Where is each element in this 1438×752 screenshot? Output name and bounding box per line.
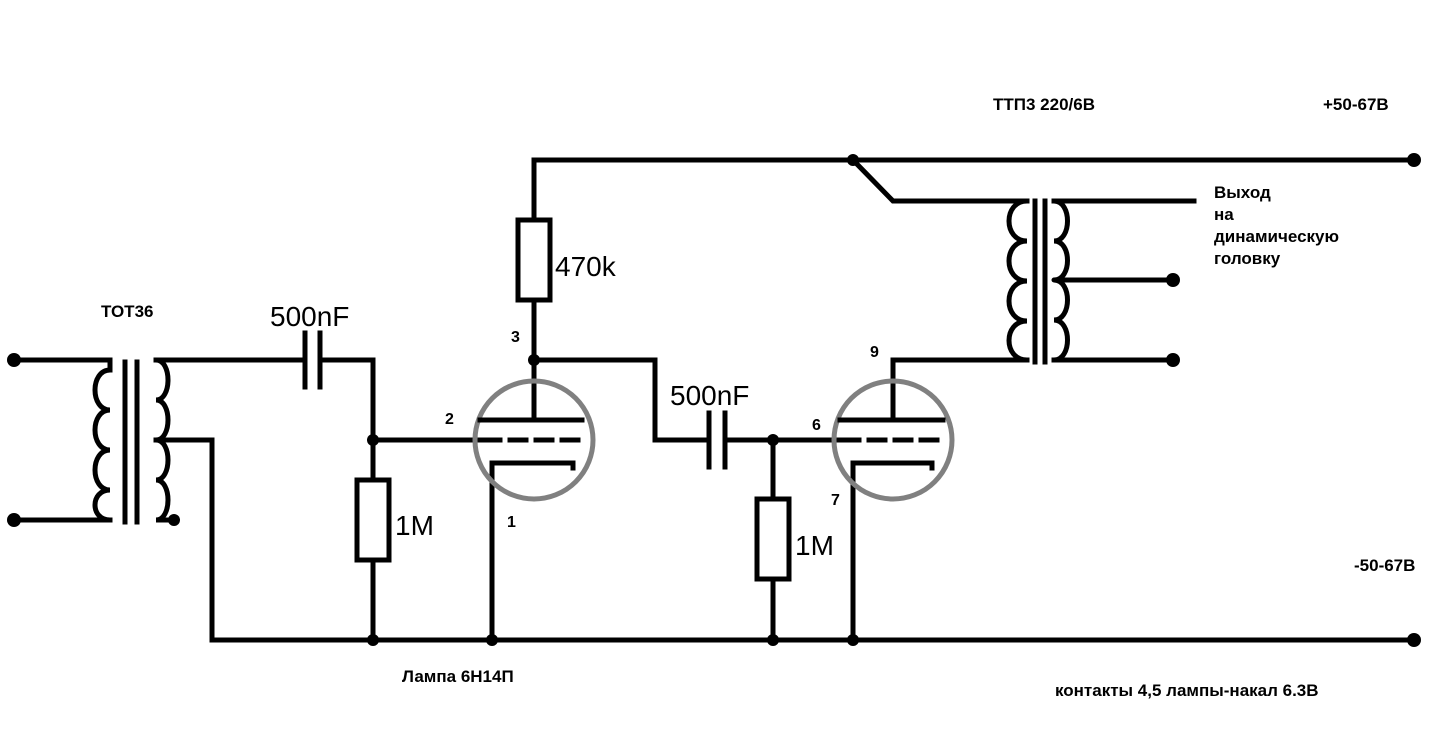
tube2-envelope [831, 378, 955, 502]
terminal-output-mid [1166, 273, 1180, 287]
tube1-envelope [472, 378, 596, 502]
heater-note-label: контакты 4,5 лампы-накал 6.3В [1055, 681, 1319, 700]
output-primary-coil [1006, 198, 1030, 363]
c2-value-label: 500nF [670, 380, 749, 411]
node-ground-3 [767, 634, 779, 646]
pin-2-label: 2 [445, 411, 454, 428]
r-grid2-value-label: 1M [795, 530, 834, 561]
capacitor-c1 [302, 330, 323, 390]
pin-7-label: 7 [831, 492, 840, 509]
resistor-grid1 [354, 477, 392, 563]
node-ground-4 [847, 634, 859, 646]
wires [11, 156, 1417, 643]
output-transformer-label: ТТП3 220/6В [993, 95, 1095, 114]
resistor-plate [515, 217, 553, 303]
input-primary-coil [92, 357, 113, 523]
output-label-line1: Выход [1214, 183, 1271, 202]
supply-negative-label: -50-67В [1354, 556, 1415, 575]
node-grid1 [367, 434, 379, 446]
supply-positive-label: +50-67В [1323, 95, 1389, 114]
output-secondary-coil [1051, 198, 1070, 363]
junction-nodes [7, 153, 1421, 647]
pin-6-label: 6 [812, 417, 821, 434]
pin-1-label: 1 [507, 514, 516, 531]
pin-3-label: 3 [511, 329, 520, 346]
node-bplus-split [847, 154, 859, 166]
r-grid1-value-label: 1M [395, 510, 434, 541]
tube-2 [831, 378, 955, 502]
terminal-bplus [1407, 153, 1421, 167]
wire-input-sec-to-ground [153, 437, 215, 643]
node-ground-2 [486, 634, 498, 646]
terminal-ground [1407, 633, 1421, 647]
input-secondary-coil [153, 357, 177, 523]
output-label-line2: на [1214, 205, 1234, 224]
node-ground-1 [367, 634, 379, 646]
terminal-input-top [7, 353, 21, 367]
terminal-input-bottom [7, 513, 21, 527]
tube-1 [472, 378, 596, 502]
c1-value-label: 500nF [270, 301, 349, 332]
capacitor-c2 [706, 410, 728, 470]
tube1-cathode [489, 460, 576, 471]
output-label-line4: головку [1214, 249, 1281, 268]
tube-type-label: Лампа 6Н14П [402, 667, 514, 686]
node-plate1 [528, 354, 540, 366]
wire-plate2 [890, 357, 1030, 423]
wire-plate1-to-c2 [531, 357, 711, 443]
input-transformer-label: ТОТ36 [101, 302, 153, 321]
output-label-line3: динамическую [1214, 227, 1339, 246]
output-transformer [1006, 198, 1070, 365]
terminal-output-bottom [1166, 353, 1180, 367]
r-plate-value-label: 470k [555, 251, 617, 282]
tube2-cathode [850, 460, 935, 471]
wire-to-output-primary-top [849, 156, 1030, 204]
node-grid2 [767, 434, 779, 446]
resistor-grid2 [754, 496, 792, 582]
pin-9-label: 9 [870, 344, 879, 361]
input-transformer [92, 357, 177, 525]
